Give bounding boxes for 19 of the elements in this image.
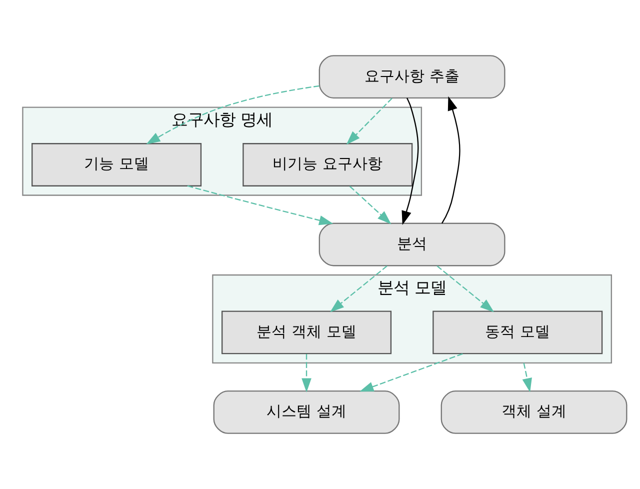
arrow <box>436 266 494 312</box>
arrow <box>146 85 320 144</box>
arrow <box>302 354 312 392</box>
arrow <box>346 98 392 145</box>
arrow <box>349 186 392 224</box>
node-box: 분석 <box>318 222 506 266</box>
arrow <box>522 362 532 392</box>
node-box: 객체 설계 <box>440 390 628 434</box>
node-box: 기능 모델 <box>32 143 202 186</box>
node-box: 분석 객체 모델 <box>221 310 392 354</box>
arrow <box>441 96 460 224</box>
arrow <box>402 98 419 225</box>
node-box: 요구사항 추출 <box>318 55 506 98</box>
node-box: 비기능 요구사항 <box>242 143 413 186</box>
arrow <box>187 185 334 226</box>
arrow <box>359 353 463 392</box>
node-box: 동적 모델 <box>432 310 603 354</box>
node-box: 시스템 설계 <box>213 390 400 434</box>
arrow <box>330 266 388 312</box>
